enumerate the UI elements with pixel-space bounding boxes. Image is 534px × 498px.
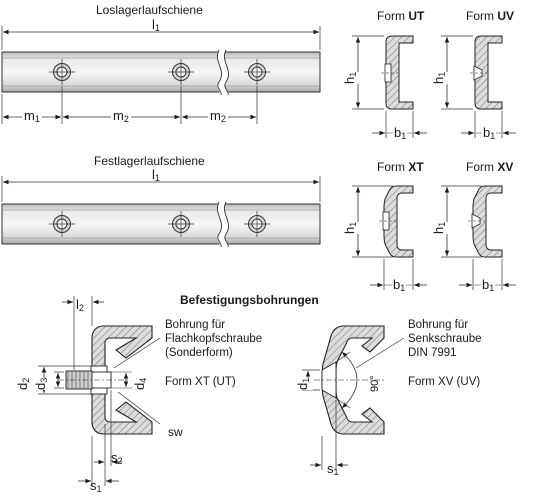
left-note-line1: Bohrung für [165, 319, 226, 331]
dim-s2: s2 [111, 450, 123, 467]
angle-90: 90° [369, 375, 381, 392]
hole-detail-xt [38, 296, 161, 486]
mounting-hole [244, 59, 270, 85]
form-xv-title: Form XV [466, 160, 514, 174]
dim-b1-ut: b1 [393, 125, 408, 143]
left-note-line2: Flachkopfschraube [165, 333, 263, 345]
profile-xv [441, 185, 516, 290]
mounting-hole [168, 59, 194, 85]
right-note-line1: Bohrung für [408, 319, 469, 331]
dim-d2: d2 [15, 377, 33, 390]
dim-s1-left: s1 [90, 478, 102, 495]
form-ut-title: Form UT [377, 9, 425, 23]
right-note-line2: Senkschraube [408, 333, 482, 345]
right-form-label: Form XV (UV) [408, 376, 481, 388]
dim-h1-uv: h1 [431, 71, 449, 84]
right-note-line3: DIN 7991 [408, 347, 457, 359]
dim-d1: d1 [295, 377, 313, 390]
left-form-label: Form XT (UT) [165, 376, 236, 388]
dim-d4: d4 [132, 377, 150, 390]
dim-m2-b: m2 [208, 108, 228, 126]
dim-m2-a: m2 [111, 108, 131, 126]
dim-l1-top: l1 [152, 17, 160, 34]
dim-h1-xt: h1 [342, 221, 360, 234]
dim-l2: l2 [76, 297, 84, 314]
dim-b1-xv: b1 [481, 277, 496, 295]
dim-b1-uv: b1 [482, 125, 497, 143]
loose-rail [1, 26, 321, 124]
loose-rail-title: Loslagerlaufschiene [96, 3, 203, 17]
dim-b1-xt: b1 [392, 277, 407, 295]
form-uv-title: Form UV [466, 9, 515, 23]
hole-detail-xv [302, 325, 405, 470]
mounting-hole [244, 211, 270, 237]
fixed-rail-title: Festlagerlaufschiene [94, 154, 205, 168]
profile-xt [352, 185, 427, 290]
dim-m1: m1 [22, 108, 42, 126]
dim-sw: sw [168, 425, 183, 439]
mounting-hole [49, 59, 75, 85]
dim-l1-fixed: l1 [152, 167, 160, 184]
fixed-rail [1, 176, 321, 249]
mounting-holes-heading: Befestigungsbohrungen [180, 293, 319, 307]
dim-h1-xv: h1 [431, 221, 449, 234]
profile-ut [352, 35, 427, 138]
mounting-hole [168, 211, 194, 237]
dim-d3: d3 [33, 377, 51, 390]
mounting-hole [49, 211, 75, 237]
form-xt-title: Form XT [377, 160, 424, 174]
dim-h1-ut: h1 [342, 71, 360, 84]
profile-uv [441, 35, 516, 138]
left-note-line3: (Sonderform) [165, 347, 233, 359]
dim-s1-right: s1 [327, 461, 339, 478]
